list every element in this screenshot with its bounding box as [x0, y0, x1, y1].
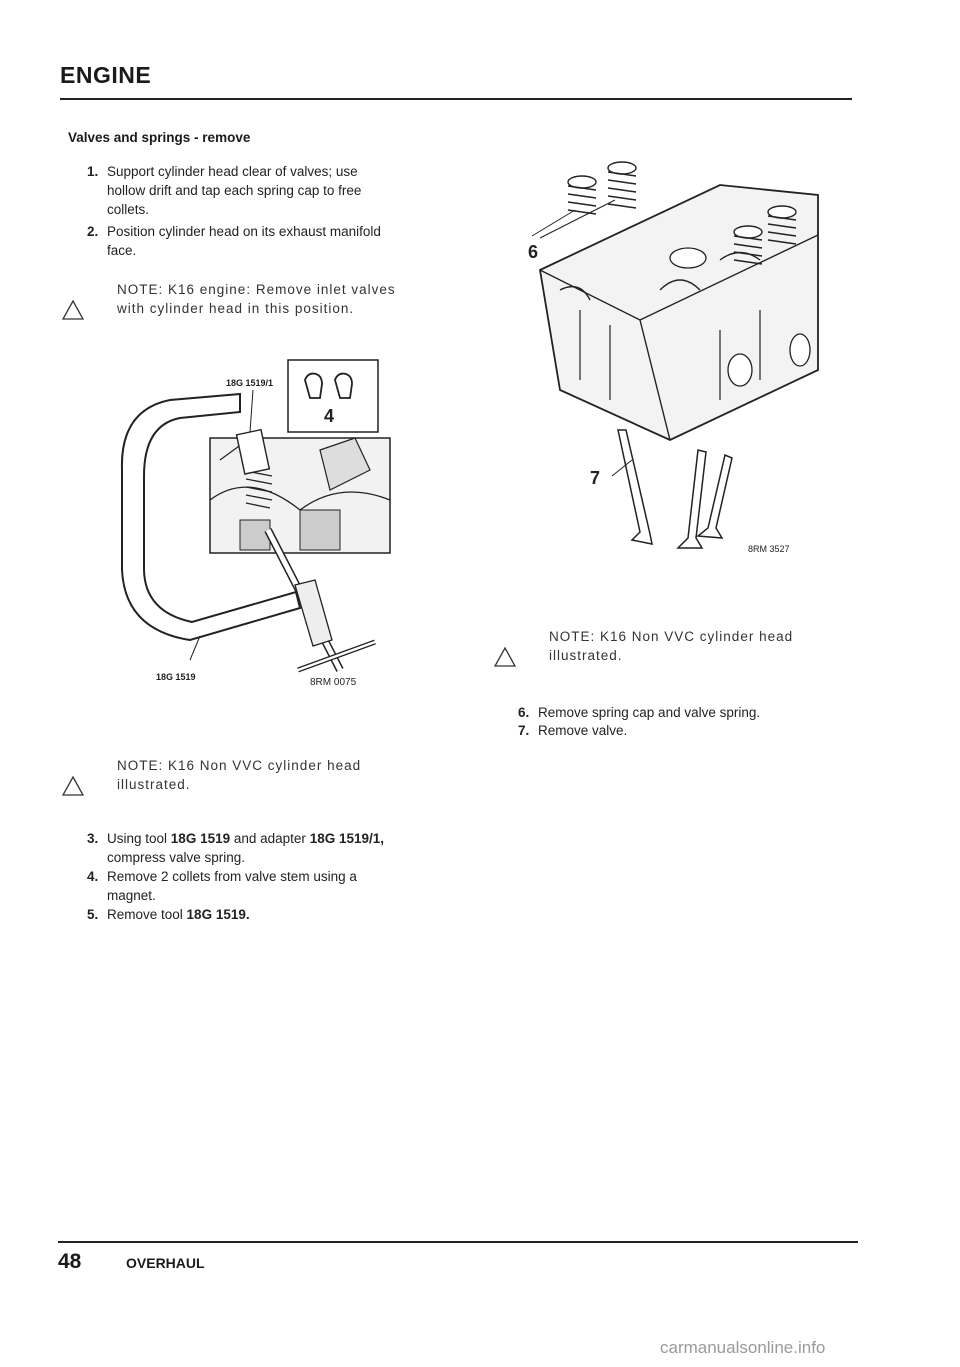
note-non-vvc-right: NOTE: K16 Non VVC cylinder head illustra…: [494, 627, 874, 669]
caution-triangle-icon: [62, 300, 84, 320]
note-inlet-valves: NOTE: K16 engine: Remove inlet valves wi…: [62, 280, 442, 322]
step-5: 5. Remove tool 18G 1519.: [87, 907, 250, 922]
caution-triangle-icon: [62, 776, 84, 796]
footer-rule: [58, 1241, 858, 1243]
valve-spring-compressor-illustration: 4 18G 1519/1 18G 1519 8RM 0075: [120, 359, 391, 688]
figure1-code: 8RM 0075: [310, 677, 357, 688]
cylinder-head-valves-illustration: 6 7 8RM 3527: [528, 161, 819, 554]
caution-triangle-icon: [494, 647, 516, 667]
page-header-title: ENGINE: [60, 62, 152, 88]
site-watermark: carmanualsonline.info: [660, 1338, 826, 1357]
step-6: 6. Remove spring cap and valve spring.: [518, 705, 761, 720]
step-7: 7. Remove valve.: [518, 723, 628, 738]
page-number: 48: [58, 1250, 82, 1273]
step-1: 1. Support cylinder head clear of valves…: [87, 164, 362, 217]
figure1-label-tool: 18G 1519: [156, 672, 196, 682]
footer-section-title: OVERHAUL: [126, 1255, 205, 1271]
section-title: Valves and springs - remove: [68, 130, 251, 145]
figure2-callout-7: 7: [590, 468, 600, 488]
figure1-label-adapter: 18G 1519/1: [226, 378, 273, 388]
figure2-callout-6: 6: [528, 242, 538, 262]
figure2-code: 8RM 3527: [748, 544, 790, 554]
header-rule: [60, 98, 852, 100]
step-3: 3. Using tool 18G 1519 and adapter 18G 1…: [87, 831, 384, 865]
note-non-vvc-left: NOTE: K16 Non VVC cylinder head illustra…: [62, 756, 442, 798]
figure1-callout-4: 4: [324, 406, 334, 426]
step-4: 4. Remove 2 collets from valve stem usin…: [87, 869, 357, 903]
step-2: 2. Position cylinder head on its exhaust…: [87, 224, 381, 258]
